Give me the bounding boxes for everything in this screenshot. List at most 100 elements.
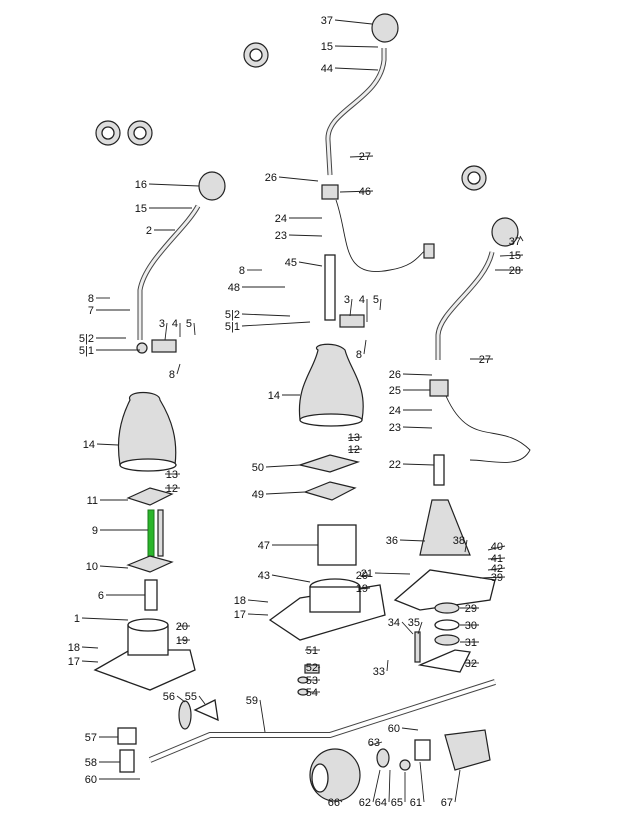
left-shift-lever: [93, 171, 226, 691]
part-number-label: 15: [321, 41, 333, 53]
part-number-label: 18: [234, 595, 246, 607]
leader-line: [487, 545, 506, 551]
part-number-label: 13: [166, 469, 178, 481]
part-number-label: 10: [86, 561, 98, 573]
leader-line: [379, 298, 382, 311]
shift-rod: [117, 679, 496, 802]
part-number-label: 27: [479, 354, 491, 366]
leader-line: [298, 261, 323, 267]
leader-line: [81, 646, 99, 649]
part-number-label: 65: [391, 797, 403, 809]
part-number-label: 56: [163, 691, 175, 703]
part-number-label: 26: [389, 369, 401, 381]
part-number-label: 4: [172, 318, 178, 330]
highlighted-spring: [147, 509, 155, 557]
leader-line: [148, 183, 200, 187]
leader-line: [487, 567, 506, 571]
part-number-label: 61: [410, 797, 422, 809]
leader-line: [347, 448, 363, 451]
shift-pattern-badge: [127, 120, 153, 146]
leader-line: [372, 769, 381, 803]
part-number-label: 59: [246, 695, 258, 707]
leader-line: [401, 621, 414, 635]
leader-line: [247, 613, 269, 616]
part-number-label: 23: [389, 422, 401, 434]
part-number-label: 31: [465, 637, 477, 649]
part-number-label: 4: [359, 294, 365, 306]
part-number-label: 14: [268, 390, 280, 402]
part-number-label: 19: [176, 635, 188, 647]
part-number-label: 32: [465, 658, 477, 670]
leader-line: [265, 464, 301, 468]
part-number-label: 21: [361, 568, 373, 580]
leader-line: [241, 313, 291, 317]
leader-line: [402, 373, 433, 376]
part-number-label: 16: [135, 179, 147, 191]
part-number-label: 63: [368, 737, 380, 749]
leader-line: [339, 799, 343, 803]
part-number-label: 60: [85, 774, 97, 786]
part-number-label: 40: [491, 541, 503, 553]
part-number-label: 24: [275, 213, 287, 225]
leader-line: [359, 587, 371, 590]
part-number-label: 17: [68, 656, 80, 668]
leader-line: [176, 695, 186, 703]
leader-line: [81, 617, 129, 621]
leader-line: [519, 235, 524, 242]
part-number-label: 24: [389, 405, 401, 417]
part-number-label: 15: [509, 250, 521, 262]
part-number-label: 29: [465, 603, 477, 615]
leader-line: [417, 621, 423, 635]
leader-line: [317, 666, 321, 669]
part-number-label: 5: [186, 318, 192, 330]
part-number-label: 30: [465, 620, 477, 632]
part-number-label: 38: [453, 535, 465, 547]
part-number-label: 45: [285, 257, 297, 269]
leader-line: [176, 363, 181, 375]
leader-line: [99, 565, 129, 569]
part-number-label: 9: [92, 525, 98, 537]
leader-line: [402, 463, 435, 466]
part-number-label: 58: [85, 757, 97, 769]
leader-line: [347, 436, 363, 439]
leader-line: [386, 659, 389, 672]
part-number-label: 5|2: [225, 309, 240, 321]
leader-line: [271, 574, 311, 583]
part-number-label: 14: [83, 439, 95, 451]
leader-line: [349, 155, 374, 158]
part-number-label: 12: [166, 483, 178, 495]
part-number-label: 11: [87, 495, 98, 507]
part-number-label: 26: [265, 172, 277, 184]
part-number-label: 2: [146, 225, 152, 237]
part-number-label: 28: [509, 265, 521, 277]
part-number-label: 3: [159, 318, 165, 330]
leader-line: [374, 572, 411, 575]
part-number-label: 46: [359, 186, 371, 198]
leader-line: [499, 254, 524, 257]
leader-line: [339, 190, 374, 193]
part-number-label: 6: [98, 590, 104, 602]
right-shift-lever: [393, 217, 531, 673]
part-number-label: 5|1: [79, 345, 94, 357]
leader-line: [464, 539, 468, 553]
part-number-label: 17: [234, 609, 246, 621]
leader-line: [334, 45, 379, 48]
leader-line: [479, 576, 506, 579]
part-number-label: 5|2: [79, 333, 94, 345]
part-number-label: 44: [321, 63, 333, 75]
part-number-label: 34: [388, 617, 400, 629]
part-number-label: 8: [239, 265, 245, 277]
leader-line: [487, 557, 506, 560]
part-number-label: 39: [491, 572, 503, 584]
part-number-label: 37: [509, 236, 521, 248]
shift-pattern-badge: [95, 120, 121, 146]
leader-line: [363, 339, 367, 355]
part-number-label: 1: [74, 613, 80, 625]
leader-line: [164, 322, 168, 341]
part-number-label: 51: [306, 645, 318, 657]
part-number-label: 54: [306, 687, 318, 699]
leader-line: [247, 599, 269, 603]
part-number-label: 23: [275, 230, 287, 242]
part-number-label: 66: [328, 797, 340, 809]
